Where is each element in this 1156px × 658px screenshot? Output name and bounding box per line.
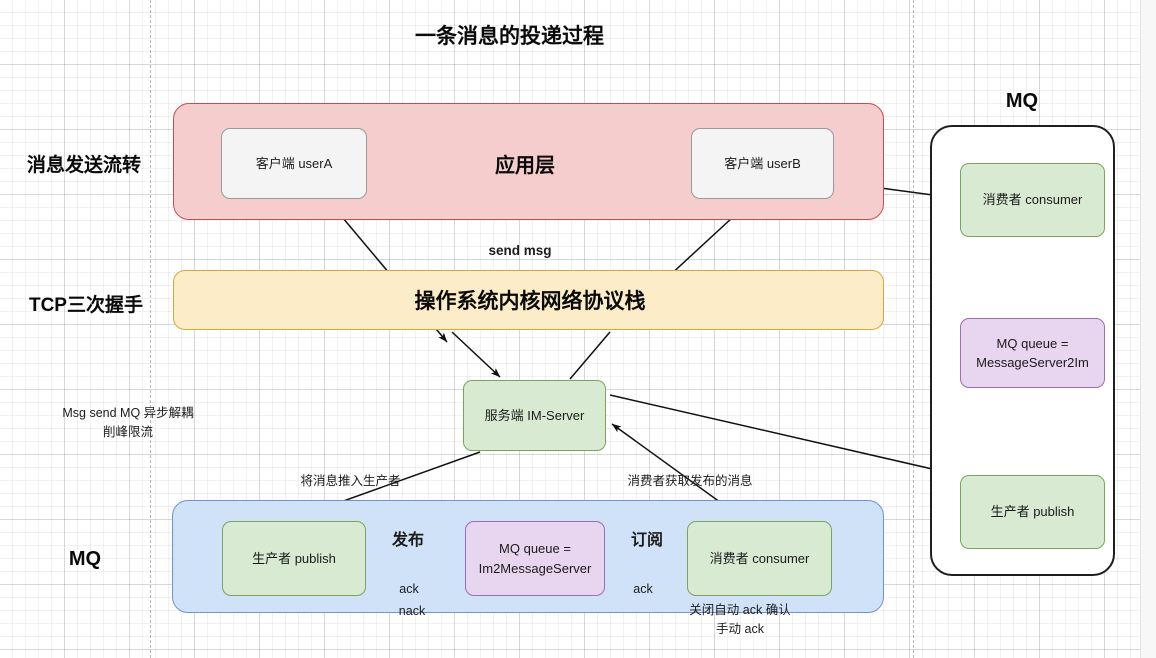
node-mq-queue-bottom-line1: MQ queue = [499,541,571,556]
node-mq-queue-right-line2: MessageServer2Im [976,355,1089,370]
edge-label-push-to-producer: 将消息推入生产者 [300,474,401,488]
os-kernel-stack-band [173,270,884,330]
note-manual-ack-line2: 手动 ack [716,621,764,636]
edge-label-ack-left: ack [399,582,419,596]
application-layer-label: 应用层 [495,154,555,177]
section-label-mq-left: MQ [68,548,102,570]
node-mq-queue-right[interactable]: MQ queue = MessageServer2Im [960,318,1105,388]
guide-line-right [913,0,914,658]
node-im-server[interactable]: 服务端 IM-Server [463,380,606,451]
node-mq-queue-bottom[interactable]: MQ queue = Im2MessageServer [465,521,605,596]
section-label-message-flow: 消息发送流转 [26,155,141,176]
node-client-usera[interactable]: 客户端 userA [221,128,367,199]
node-client-userb[interactable]: 客户端 userB [691,128,834,199]
edge-label-send-msg: send msg [488,243,552,258]
section-label-tcp-handshake: TCP三次握手 [28,295,143,316]
note-async-decouple-line1: Msg send MQ 异步解耦 [62,406,194,420]
os-kernel-stack-label: 操作系统内核网络协议栈 [414,290,646,313]
note-manual-ack: 关闭自动 ack 确认 手动 ack [620,601,860,639]
edge-label-nack-left: nack [398,604,426,618]
page-title: 一条消息的投递过程 [415,25,604,48]
group-label-mq-right: MQ [1005,90,1039,112]
guide-line-left [150,0,151,658]
note-manual-ack-line1: 关闭自动 ack 确认 [689,603,791,617]
edge-os-to-imserver [451,331,501,378]
node-mq-queue-bottom-line2: Im2MessageServer [478,560,592,576]
edge-imserver-to-right-producer [609,394,955,476]
node-mq-queue-right-line1: MQ queue = [996,335,1069,351]
edge-label-subscribe: 订阅 [630,532,663,549]
right-edge-band [1140,0,1156,658]
node-producer-publish-bottom[interactable]: 生产者 publish [222,521,366,596]
edge-imserver-to-os [569,331,611,380]
edge-label-publish: 发布 [391,532,424,549]
node-consumer-right[interactable]: 消费者 consumer [960,163,1105,237]
note-async-decouple-line2: 削峰限流 [102,424,153,439]
note-async-decouple: Msg send MQ 异步解耦 削峰限流 [28,404,228,442]
edge-label-consumer-fetch: 消费者获取发布的消息 [627,474,753,488]
node-producer-publish-right[interactable]: 生产者 publish [960,475,1105,549]
node-consumer-bottom[interactable]: 消费者 consumer [687,521,832,596]
edge-label-ack-right: ack [633,582,653,596]
